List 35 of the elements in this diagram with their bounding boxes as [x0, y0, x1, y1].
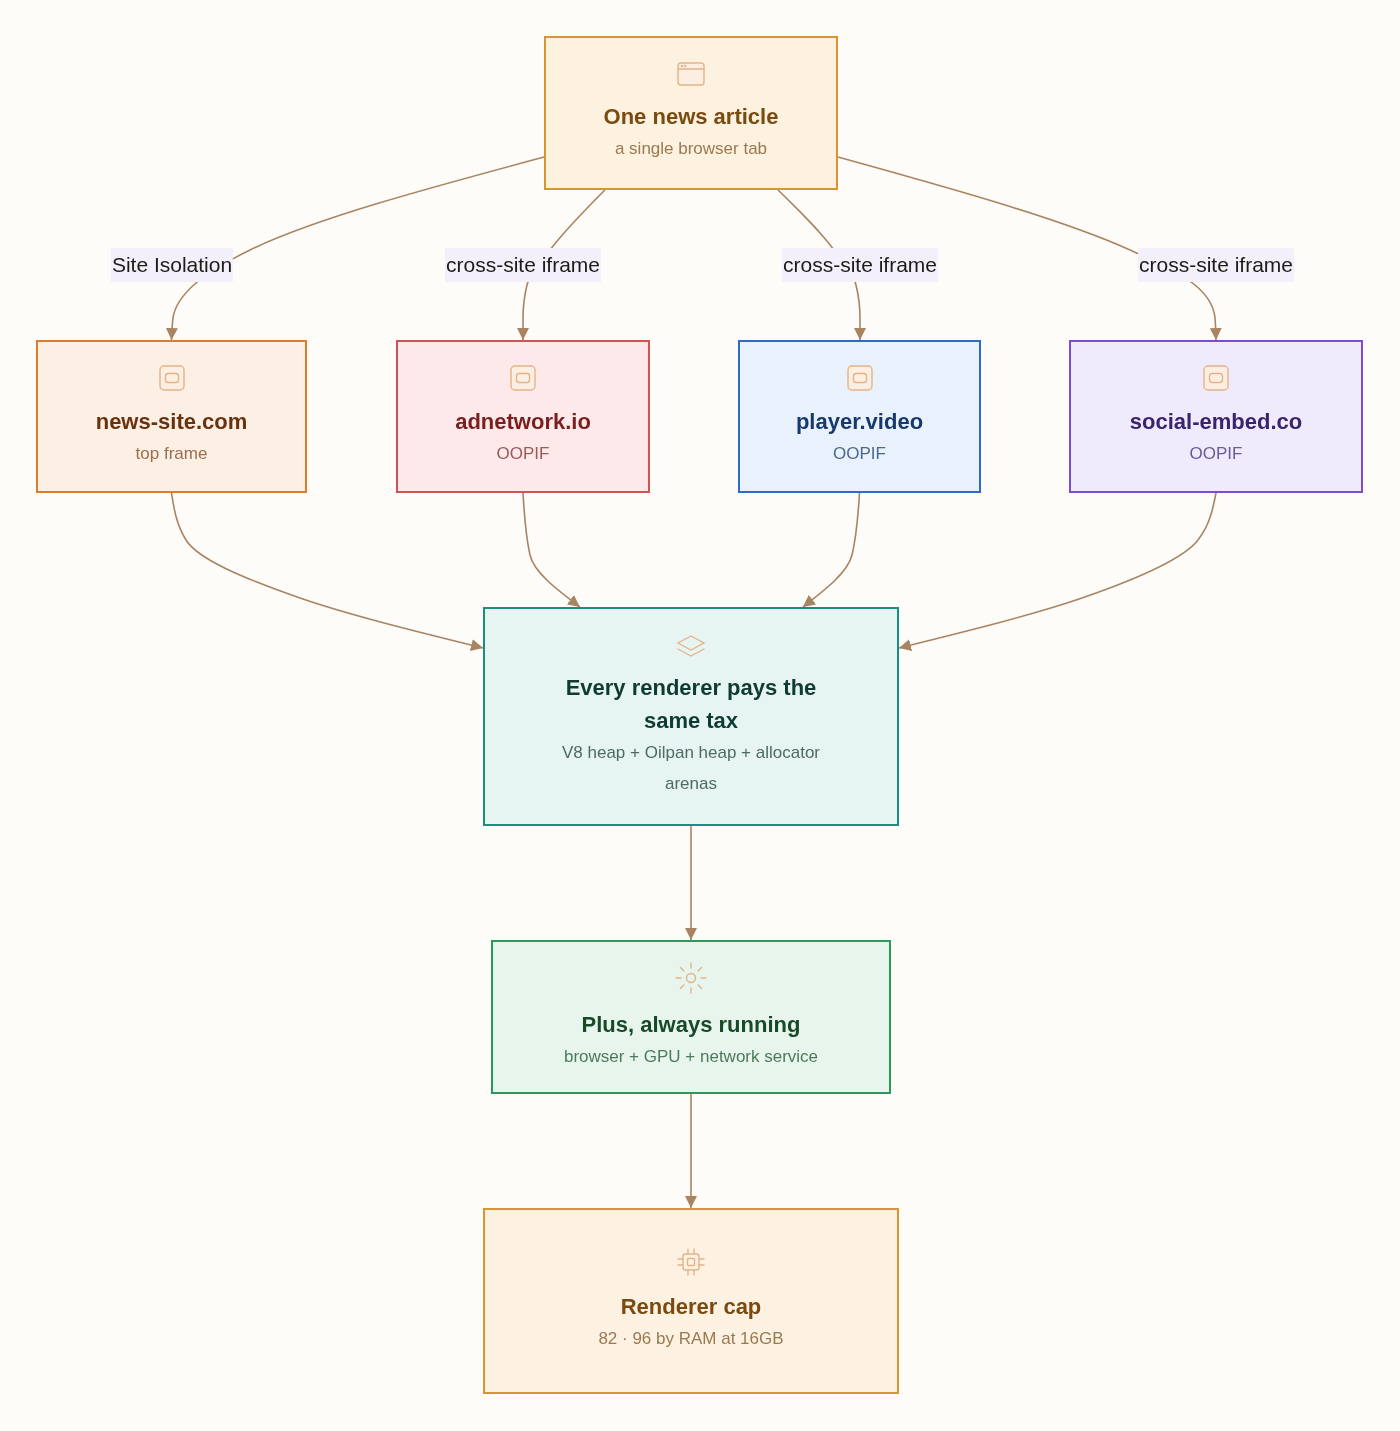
process-box — [36, 340, 307, 493]
node-title: player.video — [795, 407, 924, 436]
arrow — [898, 492, 1217, 651]
node-title: Renderer cap — [620, 1293, 762, 1321]
node-subtitle: 82 · 96 by RAM at 16GB — [598, 1328, 784, 1350]
edge-label: Site Isolation — [110, 248, 234, 282]
node-subtitle: browser + GPU + network service — [563, 1046, 819, 1068]
process-box — [483, 607, 899, 826]
arrow — [170, 492, 484, 651]
arrow — [165, 156, 545, 341]
edge-label: cross-site iframe — [782, 248, 938, 282]
node-title: Plus, always running — [581, 1011, 801, 1039]
arrow — [685, 825, 697, 941]
node-title: One news article — [603, 103, 779, 131]
process-box — [483, 1208, 899, 1394]
process-box — [544, 36, 838, 190]
arrow — [685, 1093, 697, 1209]
node-subtitle: OOPIF — [1189, 442, 1243, 465]
node-subtitle: V8 heap + Oilpan heap + allocator arenas — [561, 741, 821, 795]
node-subtitle: OOPIF — [496, 442, 550, 465]
node-subtitle: OOPIF — [833, 442, 886, 465]
node-subtitle: a single browser tab — [614, 138, 768, 160]
process-box — [1069, 340, 1363, 493]
process-box — [738, 340, 981, 493]
arrow — [802, 492, 861, 608]
arrow — [522, 492, 581, 608]
process-box — [491, 940, 891, 1094]
node-title: news-site.com — [95, 407, 248, 436]
node-title: adnetwork.io — [455, 407, 591, 436]
node-subtitle: top frame — [135, 442, 208, 465]
process-box — [396, 340, 650, 493]
node-title: social-embed.co — [1129, 407, 1303, 436]
edge-label: cross-site iframe — [1138, 248, 1294, 282]
edge-label: cross-site iframe — [445, 248, 601, 282]
node-title: Every renderer pays the same tax — [564, 673, 818, 735]
